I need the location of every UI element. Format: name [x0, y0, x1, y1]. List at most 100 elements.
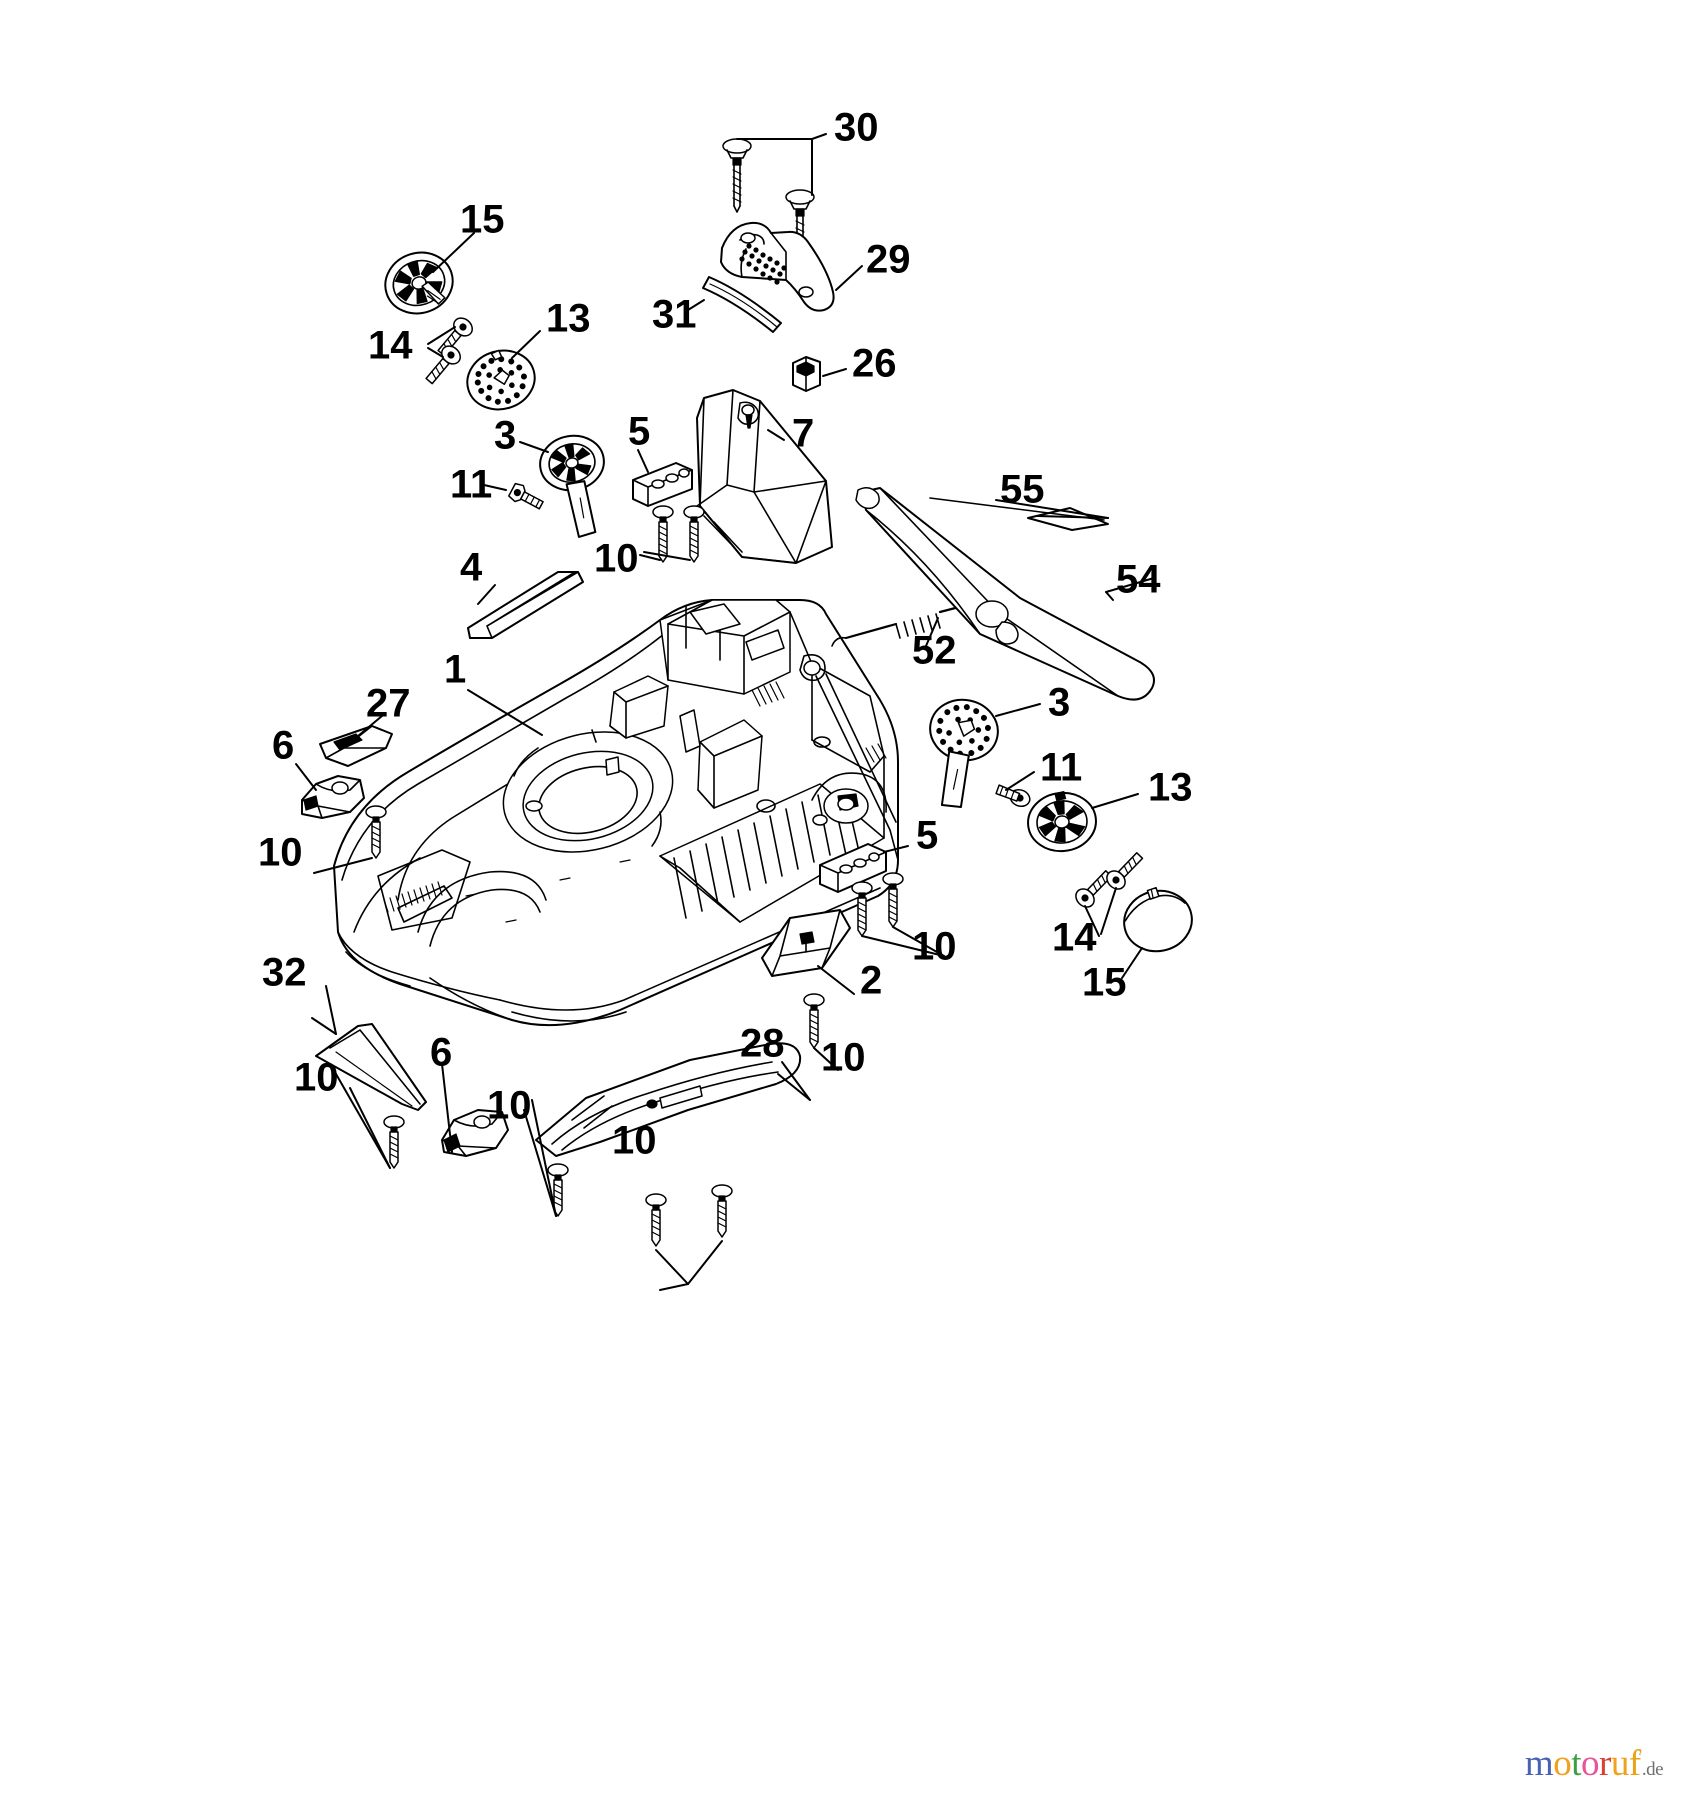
callout-11b: 11 — [1040, 746, 1082, 790]
callout-4: 4 — [460, 546, 483, 590]
blade-boss — [502, 729, 674, 853]
part-26-clip-block — [792, 356, 847, 392]
part-10-screw-under-clip — [523, 1099, 569, 1217]
watermark-letter: t — [1571, 1743, 1581, 1784]
callout-5a: 5 — [628, 410, 650, 454]
watermark-letter: u — [1610, 1743, 1630, 1784]
screw-icon — [383, 1115, 405, 1169]
screw-icon — [652, 505, 674, 563]
part-4-trim-strip — [467, 571, 584, 639]
callout-13a: 13 — [546, 297, 591, 341]
watermark-letters: motoruf· — [1525, 1743, 1642, 1784]
part-10-screw-below-plate — [803, 993, 839, 1071]
part-28-front-deflector — [535, 1042, 811, 1157]
part-32-rail-strip — [311, 985, 427, 1111]
callout-6a: 6 — [272, 724, 294, 768]
screw-icon — [365, 805, 387, 859]
screw-icon — [722, 138, 752, 213]
callout-31: 31 — [652, 293, 697, 337]
watermark-letter: f — [1628, 1743, 1641, 1784]
watermark-dot: · — [1637, 1748, 1643, 1763]
spring-coils — [895, 613, 941, 639]
part-14-wheel-screws-right — [1075, 852, 1144, 937]
part-10-screw-left-lower — [335, 1073, 405, 1169]
watermark-suffix: .de — [1641, 1759, 1664, 1780]
callout-15a: 15 — [460, 198, 505, 242]
watermark-letter: o — [1580, 1743, 1600, 1784]
callout-55: 55 — [1000, 468, 1045, 512]
part-3-lever-right — [929, 698, 1041, 809]
part-30-handle-screws — [722, 133, 827, 264]
callout-3a: 3 — [494, 414, 516, 458]
callout-10f: 10 — [487, 1084, 532, 1128]
part-27-small-bracket — [319, 715, 393, 767]
motoruf-watermark: motoruf·.de — [1525, 1743, 1664, 1784]
callout-11a: 11 — [450, 463, 492, 507]
part-11-shoulder-bolt-right — [995, 771, 1035, 808]
part-54-rear-flap — [855, 487, 1155, 701]
part-10-screws-upper — [639, 505, 705, 563]
callout-10b: 10 — [258, 831, 303, 875]
callout-14b: 14 — [1052, 916, 1097, 960]
part-13-gear-wheel-right — [1027, 791, 1139, 853]
callout-52: 52 — [912, 629, 957, 673]
part-5-bracket-rail-lower — [819, 843, 909, 893]
callout-15b: 15 — [1082, 961, 1127, 1005]
callout-54: 54 — [1116, 558, 1161, 602]
screw-icon — [683, 505, 705, 563]
callout-28: 28 — [740, 1022, 785, 1066]
grip-hatching — [383, 881, 443, 913]
screw-icon — [425, 345, 461, 385]
callout-30: 30 — [834, 106, 879, 150]
callout-5b: 5 — [916, 814, 938, 858]
callout-10c: 10 — [912, 925, 957, 969]
part-2-side-plate — [761, 909, 855, 995]
part-1-deck-housing — [333, 599, 899, 1027]
callout-7: 7 — [792, 412, 814, 456]
part-13-gear-wheel-left — [466, 330, 541, 411]
screw-icon — [645, 1193, 667, 1247]
part-3-lever-left — [519, 434, 605, 538]
callout-10a: 10 — [594, 537, 639, 581]
callout-1: 1 — [444, 648, 466, 692]
screw-icon — [803, 993, 825, 1049]
part-5-bracket-rail-upper — [632, 449, 693, 507]
screw-icon — [711, 1184, 733, 1238]
callout-6b: 6 — [430, 1031, 452, 1075]
handle-grip-texture — [739, 243, 787, 285]
screw-icon — [882, 872, 904, 928]
part-10-screws-right — [851, 872, 945, 957]
callout-13b: 13 — [1148, 766, 1193, 810]
right-pivot-cluster — [811, 772, 887, 826]
callout-29: 29 — [866, 238, 911, 282]
callout-10e: 10 — [294, 1056, 339, 1100]
part-29-carry-handle — [720, 221, 863, 312]
callout-27: 27 — [366, 682, 411, 726]
callout-labels: 30 15 29 13 31 14 26 3 5 7 11 55 10 4 54… — [258, 106, 1193, 1163]
callout-10d: 10 — [821, 1036, 866, 1080]
deck-fins — [659, 783, 885, 923]
callout-2: 2 — [860, 959, 882, 1003]
screw-icon — [1075, 870, 1113, 908]
callout-14a: 14 — [368, 324, 413, 368]
callout-3b: 3 — [1048, 681, 1070, 725]
watermark-letter: r — [1598, 1743, 1611, 1784]
callout-10g: 10 — [612, 1119, 657, 1163]
part-6-axle-clip-upper — [295, 763, 365, 819]
watermark-letter: o — [1553, 1743, 1572, 1784]
part-7-rear-guard — [696, 389, 833, 564]
part-31-handle-insert — [687, 276, 782, 333]
part-10-screws-under-deflector — [645, 1184, 733, 1291]
callout-32: 32 — [262, 951, 307, 995]
part-10-screw-left-upper — [313, 805, 387, 874]
watermark-letter: m — [1524, 1743, 1554, 1784]
screw-icon — [851, 881, 873, 937]
callout-26: 26 — [852, 342, 897, 386]
part-11-shoulder-bolt-left — [483, 482, 544, 510]
part-6-axle-clip-lower — [441, 1063, 509, 1157]
part-14-wheel-screws-left — [425, 317, 473, 385]
part-55-hinge-pin — [929, 497, 1109, 531]
gear-teeth-texture — [474, 356, 527, 405]
